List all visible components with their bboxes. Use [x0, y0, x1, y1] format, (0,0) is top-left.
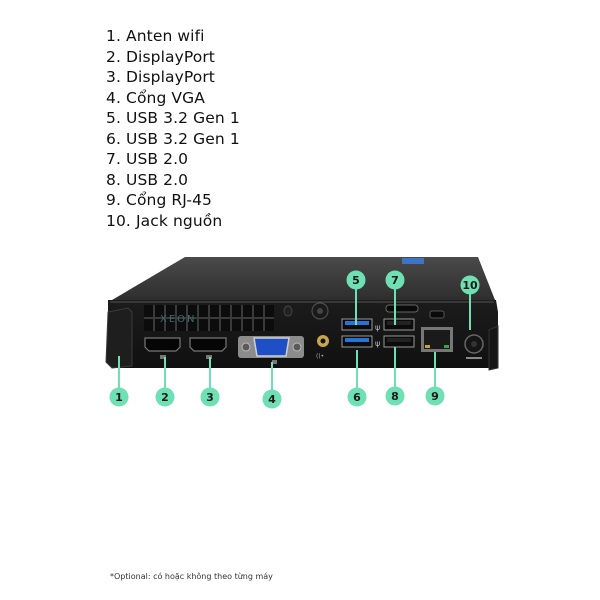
callout-number: 10 [462, 279, 478, 292]
lock-slot-icon [283, 305, 293, 317]
usb-symbol-icon: ψ [375, 339, 380, 348]
headset-icon: ((• [316, 353, 324, 360]
rj45-port [421, 327, 453, 352]
watermark-logo: XEON [160, 314, 197, 325]
callout-number: 9 [431, 390, 439, 403]
callout-badge-9 [425, 386, 445, 406]
callout-number: 7 [391, 274, 399, 287]
legend-item: 9. Cổng RJ-45 [106, 191, 213, 209]
case-side-bracket [488, 325, 499, 371]
usb32-bottom [341, 335, 373, 348]
legend-item: 2. DisplayPort [106, 47, 215, 66]
callout-badge-3 [200, 387, 220, 407]
wifi-antenna [105, 307, 133, 369]
legend-item: 1. Anten wifi [106, 27, 205, 45]
callout-badge-2 [155, 387, 175, 407]
callout-number: 6 [353, 391, 361, 404]
intel-sticker [402, 258, 424, 264]
case-top [112, 257, 495, 300]
legend-item: 8. USB 2.0 [106, 170, 189, 189]
security-lock-slot [429, 310, 445, 319]
callout-number: 8 [391, 390, 399, 403]
callout-badge-1 [109, 387, 129, 407]
legend-item: 5. USB 3.2 Gen 1 [106, 109, 240, 127]
usb20-bottom [383, 335, 415, 348]
callouts: 1 2 3 4 5 6 7 8 9 10 [109, 270, 480, 409]
legend-item: 4. Cổng VGA [106, 88, 205, 107]
callout-badge-8 [385, 386, 405, 406]
legend-item: 6. USB 3.2 Gen 1 [106, 129, 240, 148]
legend-item: 10. Jack nguồn [106, 211, 223, 230]
callout-number: 4 [268, 393, 276, 406]
port-legend: 1. Anten wifi 2. DisplayPort 3. DisplayP… [106, 26, 240, 231]
legend-item: 7. USB 2.0 [106, 150, 189, 168]
vga-port [238, 336, 304, 358]
callout-badge-5 [346, 270, 366, 290]
callout-number: 3 [206, 391, 214, 404]
legend-item: 3. DisplayPort [106, 68, 215, 86]
callout-number: 2 [161, 391, 169, 404]
callout-number: 1 [115, 391, 123, 404]
displayport-1 [144, 337, 181, 352]
vent-grille [144, 305, 274, 331]
callout-badge-6 [347, 387, 367, 407]
callout-number: 5 [352, 274, 360, 287]
usb20-top [383, 318, 415, 331]
footnote: *Optional: có hoặc không theo từng máy [110, 572, 273, 581]
displayport-2 [189, 337, 227, 352]
callout-badge-10 [460, 275, 480, 295]
usb-symbol-icon: ψ [375, 323, 380, 332]
usb-slot-top [385, 304, 419, 313]
callout-badge-4 [262, 389, 282, 409]
callout-badge-7 [385, 270, 405, 290]
